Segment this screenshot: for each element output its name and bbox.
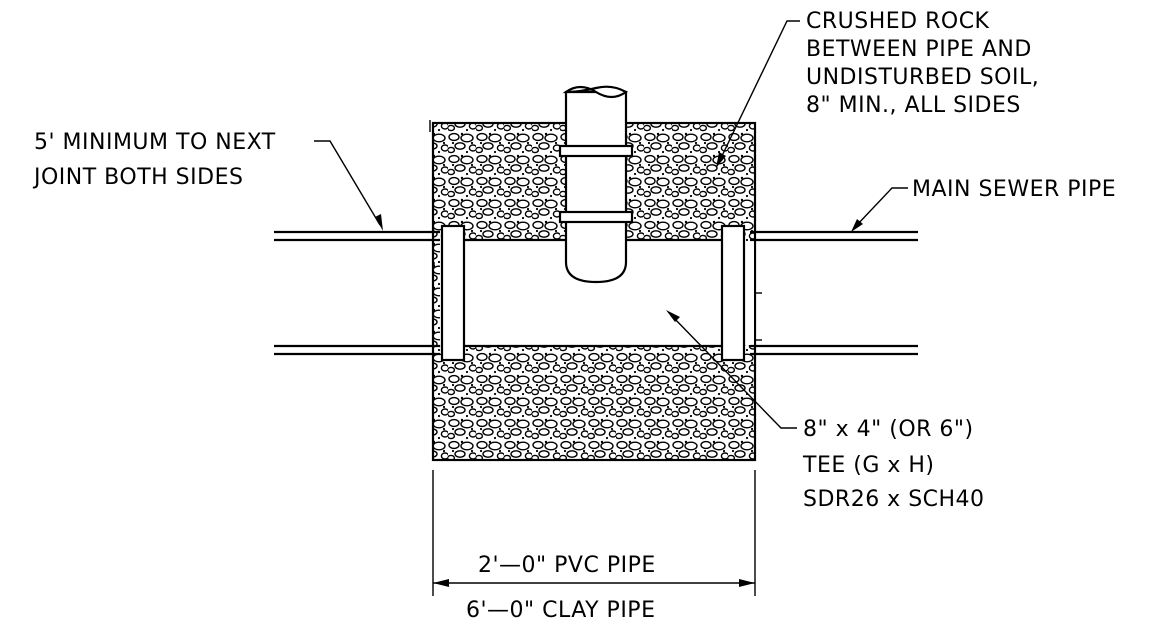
- leader-lines: [314, 20, 908, 429]
- svg-text:UNDISTURBED SOIL,: UNDISTURBED SOIL,: [806, 65, 1039, 90]
- tee-coupling-right: [720, 224, 746, 362]
- svg-text:8" MIN., ALL SIDES: 8" MIN., ALL SIDES: [806, 93, 1021, 118]
- main-sewer-pipe-label: MAIN SEWER PIPE: [912, 177, 1116, 202]
- svg-text:5' MINIMUM TO NEXT: 5' MINIMUM TO NEXT: [34, 130, 276, 155]
- clay-dimension-label: 6'—0" CLAY PIPE: [466, 598, 655, 623]
- pvc-dimension-label: 2'—0" PVC PIPE: [478, 553, 656, 578]
- dimension-lines: [432, 470, 756, 596]
- small-tick-marks: [433, 262, 762, 341]
- crushed-rock-label: CRUSHED ROCK BETWEEN PIPE AND UNDISTURBE…: [806, 9, 1039, 118]
- vertical-branch-pipe: [558, 85, 634, 284]
- minimum-joint-label: 5' MINIMUM TO NEXT JOINT BOTH SIDES: [32, 130, 276, 190]
- main-sewer-pipe: [274, 230, 918, 356]
- svg-text:CRUSHED ROCK: CRUSHED ROCK: [806, 9, 990, 34]
- svg-text:8" x 4" (OR 6"): 8" x 4" (OR 6"): [803, 417, 974, 442]
- svg-text:SDR26 x SCH40: SDR26 x SCH40: [803, 487, 985, 512]
- svg-text:BETWEEN PIPE AND: BETWEEN PIPE AND: [806, 37, 1032, 62]
- svg-text:JOINT BOTH SIDES: JOINT BOTH SIDES: [32, 165, 243, 190]
- svg-text:TEE (G x H): TEE (G x H): [802, 453, 935, 478]
- tee-coupling-left: [440, 224, 466, 362]
- tee-label: 8" x 4" (OR 6") TEE (G x H) SDR26 x SCH4…: [802, 417, 985, 512]
